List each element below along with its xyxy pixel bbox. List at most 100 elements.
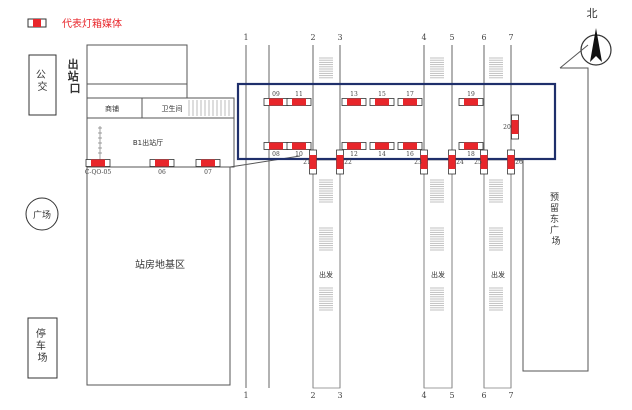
highlight-frame: [236, 82, 557, 161]
lightbox-25: 25: [474, 149, 488, 175]
track-number-1-bottom: 1: [243, 391, 248, 400]
stairs-platform-6: [430, 287, 444, 311]
depart-label-2: 出发: [431, 270, 445, 279]
legend-label: 代表灯箱媒体: [62, 17, 122, 30]
bus-label-1: 公: [36, 70, 46, 81]
track-number-2-top: 2: [310, 33, 315, 42]
lightbox-label: C-QO-05: [85, 169, 112, 176]
lightbox-red: [511, 120, 519, 134]
bus-label: 公 交: [36, 70, 49, 93]
station-building: [86, 44, 301, 386]
lightbox-label: 10: [295, 151, 303, 158]
lightbox-17: 17: [397, 91, 423, 106]
bus-box: [28, 54, 57, 116]
track-number-4-bottom: 4: [421, 391, 426, 400]
stairs-platform-1: [319, 179, 333, 203]
lightbox-red: [336, 155, 344, 169]
lightbox-red: [480, 155, 488, 169]
east-plaza-label-1: 预: [550, 192, 559, 203]
lightbox-15: 15: [369, 91, 395, 106]
lightbox-label: 16: [406, 151, 414, 158]
stairs-toilet: [188, 100, 230, 116]
left-facilities: 公 交 广场 停 车 场 出 站 口: [25, 54, 83, 379]
lightbox-label: 24: [456, 159, 464, 166]
lightbox-label: 11: [295, 91, 303, 98]
lightbox-14: 14: [369, 142, 395, 158]
lightbox-label: 08: [272, 151, 280, 158]
stairs-platform-2: [319, 227, 333, 251]
lightbox-10: 10: [286, 142, 312, 158]
lightbox-red: [309, 155, 317, 169]
plaza-label: 广场: [33, 209, 51, 221]
lightbox-19: 19: [458, 91, 484, 106]
lightbox-label: 09: [272, 91, 280, 98]
exit-label-3: 口: [70, 82, 81, 95]
lightbox-11: 11: [286, 91, 312, 106]
building-base: [86, 167, 231, 386]
track-number-4-top: 4: [421, 33, 426, 42]
track-number-5-bottom: 5: [449, 391, 454, 400]
lightbox-red: [375, 142, 389, 150]
legend: 代表灯箱媒体: [27, 17, 122, 30]
lightbox-red: [269, 142, 283, 150]
lightbox-08: 08: [263, 142, 289, 158]
lightbox-18: 18: [458, 142, 484, 158]
lightbox-23: 23: [414, 149, 428, 175]
lightbox-07: 07: [195, 159, 221, 176]
lightbox-24: 24: [448, 149, 464, 175]
east-plaza-label-3: 东: [550, 213, 559, 225]
track-number-5-top: 5: [449, 33, 454, 42]
lightbox-label: 19: [467, 91, 475, 98]
north-label: 北: [587, 7, 598, 20]
lightbox-label: 23: [414, 159, 422, 166]
lightbox-red: [292, 98, 306, 106]
lightbox-label: 07: [204, 169, 212, 176]
lightbox-12: 12: [341, 142, 367, 158]
depart-label-1: 出发: [319, 270, 333, 279]
lightbox-red: [347, 142, 361, 150]
track-number-3-bottom: 3: [337, 391, 342, 400]
stairs-top-6-7: [489, 57, 503, 79]
lightbox-red: [507, 155, 515, 169]
track-number-3-top: 3: [337, 33, 342, 42]
lightbox-label: 12: [350, 151, 358, 158]
lightbox-label: 17: [406, 91, 414, 98]
b1-hall-label: B1出站厅: [133, 138, 163, 147]
lightbox-21: 21: [303, 149, 317, 175]
exit-label-1: 出: [68, 57, 79, 71]
depart-label-3: 出发: [491, 270, 505, 279]
stair-groups: [319, 57, 503, 311]
track-number-2-bottom: 2: [310, 391, 315, 400]
stairs-top-4-5: [430, 57, 444, 79]
lightbox-red: [201, 159, 215, 167]
toilet-label: 卫生间: [162, 104, 183, 113]
east-plaza-label-4: 广: [550, 224, 559, 236]
parking-box: [27, 317, 58, 379]
shop-label: 商铺: [105, 104, 119, 113]
bus-label-2: 交: [38, 80, 48, 93]
lightbox-red: [464, 142, 478, 150]
lightbox-red: [292, 142, 306, 150]
lightbox-red: [448, 155, 456, 169]
lightbox-20: 20: [503, 114, 519, 140]
stairs-platform-7: [489, 179, 503, 203]
lightbox-label: 25: [474, 159, 482, 166]
lightbox-label: 13: [350, 91, 358, 98]
track-number-7-top: 7: [508, 33, 513, 42]
lightbox-label: 15: [378, 91, 386, 98]
lightbox-red: [375, 98, 389, 106]
plaza-circle: [25, 197, 59, 231]
exit-label: 出 站 口: [68, 57, 83, 95]
east-plaza-label-5: 场: [551, 236, 560, 247]
lightbox-label: 21: [303, 159, 311, 166]
parking-label-3: 场: [38, 351, 48, 364]
legend-box-red: [33, 19, 41, 27]
lightbox-label: 14: [378, 151, 386, 158]
track-number-6-top: 6: [481, 33, 486, 42]
stairs-platform-8: [489, 227, 503, 251]
east-plaza-label-2: 留: [550, 202, 559, 214]
track-number-6-bottom: 6: [481, 391, 486, 400]
